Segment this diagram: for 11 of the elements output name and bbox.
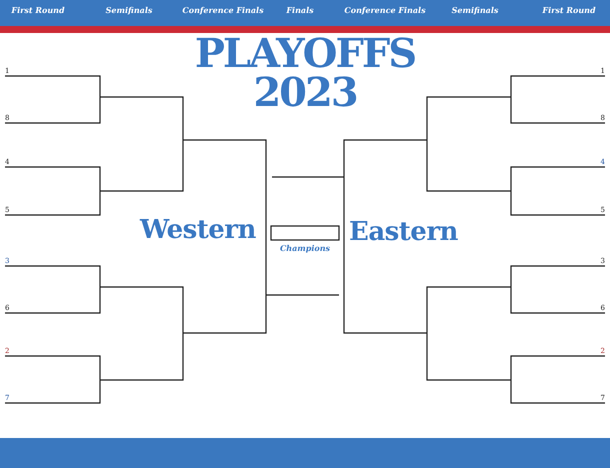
conference-name: Western: [140, 216, 256, 244]
conference-name: Eastern: [349, 218, 458, 246]
round-heading: Conference Finals: [182, 4, 264, 16]
round-heading: Conference Finals: [344, 4, 426, 16]
caption: Champions: [280, 243, 330, 253]
round-heading: Finals: [286, 4, 314, 16]
round-heading: Semifinals: [452, 4, 498, 16]
round-heading: First Round: [11, 4, 65, 16]
round-heading: Semifinals: [106, 4, 152, 16]
title: PLAYOFFS 2023: [194, 34, 416, 112]
round-heading: First Round: [542, 4, 596, 16]
